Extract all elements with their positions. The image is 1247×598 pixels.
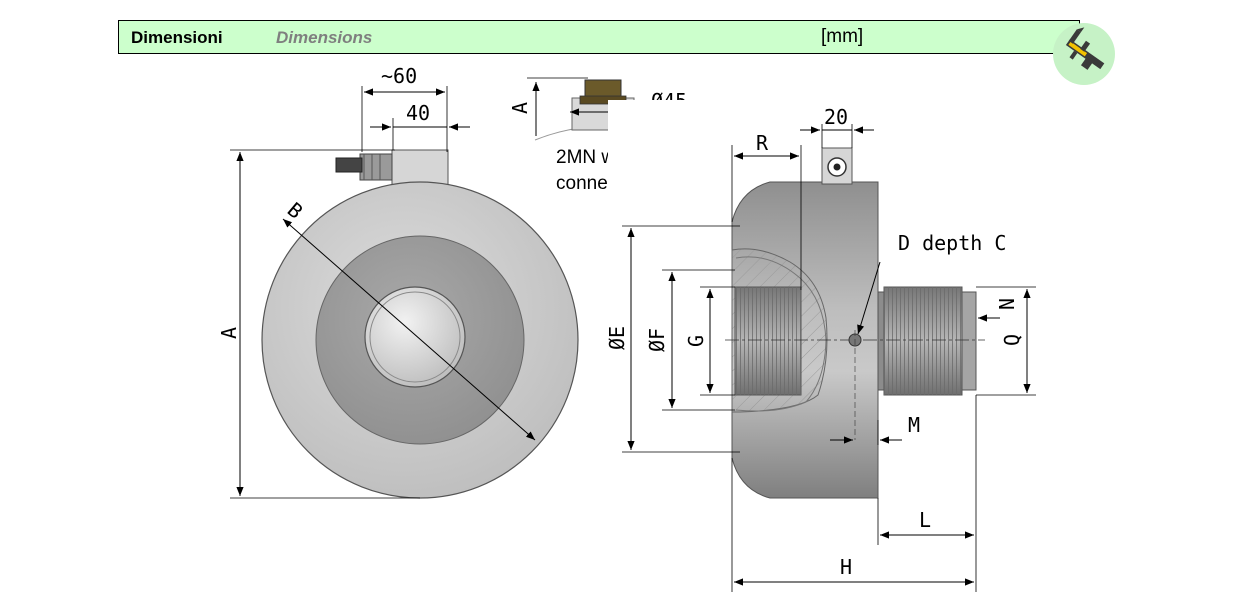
dim-label-60: ~60 <box>381 64 417 88</box>
dim-label-N: N <box>995 298 1019 310</box>
header-title-italian: Dimensioni <box>131 28 223 47</box>
dim-label-H: H <box>840 555 852 579</box>
caliper-icon <box>1052 22 1116 86</box>
dim-label-Q: Q <box>1000 334 1024 346</box>
dim-label-M: M <box>908 413 920 437</box>
header-unit: [mm] <box>821 26 864 47</box>
dim-label-R: R <box>756 131 769 155</box>
dim-label-40: 40 <box>406 101 430 125</box>
side-section-view <box>608 100 1040 598</box>
dim-label-D-depth-C: D depth C <box>898 231 1006 255</box>
front-view <box>208 60 660 598</box>
dim-label-G: G <box>684 335 708 347</box>
dim-label-20: 20 <box>824 105 848 129</box>
dim-label-A-front: A <box>217 327 241 339</box>
header-title-english: Dimensions <box>276 28 373 47</box>
dim-label-E: ØE <box>605 326 629 350</box>
dim-label-L: L <box>919 508 931 532</box>
dimensions-header-bar: Dimensioni Dimensions [mm] <box>118 20 1080 54</box>
dim-label-A-connector: A <box>508 102 532 114</box>
dim-label-F: ØF <box>645 328 669 352</box>
